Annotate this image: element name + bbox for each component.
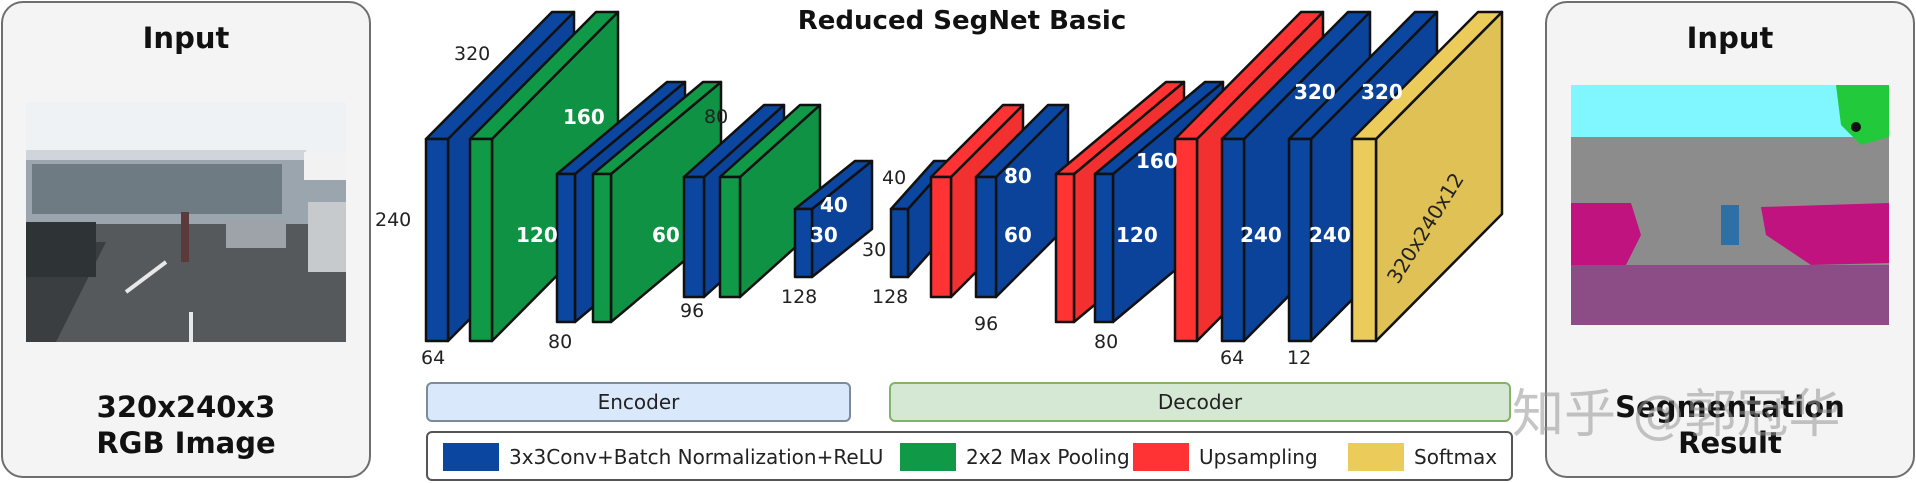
legend-swatch-conv (443, 443, 499, 471)
label-dec2-width: 160 (1136, 149, 1178, 173)
label-enc3-channels: 96 (680, 300, 704, 322)
label-dec1-height: 30 (862, 239, 886, 261)
label-pool1-width: 160 (563, 105, 605, 129)
input-panel-title: Input (142, 21, 230, 55)
label-enc1-width: 320 (454, 43, 490, 65)
dec1-conv-b-front (974, 175, 998, 299)
enc1-conv-a-front (424, 137, 450, 343)
label-dec1-width: 40 (882, 167, 906, 189)
label-dec2-channels: 80 (1094, 331, 1118, 353)
watermark: 知乎 @郭冠华 (1512, 385, 1841, 445)
label-pool2-height: 60 (652, 223, 680, 247)
segmentation-map-illustration (1571, 85, 1889, 325)
dec2-up-front (1054, 172, 1076, 324)
input-caption-line2: RGB Image (96, 426, 276, 460)
street-scene-illustration (26, 102, 346, 342)
diagram-title: Reduced SegNet Basic (798, 6, 1127, 36)
enc3-conv-a-front (682, 175, 706, 299)
legend-swatch-softmax (1348, 443, 1404, 471)
legend-label-upsample: Upsampling (1199, 445, 1318, 469)
legend-swatch-upsample (1133, 443, 1189, 471)
dec2-conv-front (1093, 172, 1115, 324)
decoder-label: Decoder (1157, 390, 1243, 414)
output-caption-line2: Result (1678, 426, 1782, 460)
dec4-conv-front (1287, 137, 1313, 343)
legend-label-pool: 2x2 Max Pooling (966, 445, 1130, 469)
label-dec4-height: 240 (1309, 223, 1351, 247)
dec1-up-front (929, 175, 953, 299)
label-enc1-channels: 64 (421, 347, 445, 369)
input-panel: Input 320x240x3 RGB Image (1, 1, 371, 478)
legend-label-softmax: Softmax (1414, 445, 1498, 469)
encoder-bar: Encoder (426, 382, 851, 422)
label-dec4-width: 320 (1361, 80, 1403, 104)
label-dec3-height: 240 (1240, 223, 1282, 247)
label-pool1-height: 120 (516, 223, 558, 247)
label-pool3-width: 40 (820, 193, 848, 217)
encoder-label: Encoder (597, 390, 680, 414)
segmentation-result-image (1571, 85, 1889, 325)
label-dec1b-height: 60 (1004, 223, 1032, 247)
label-dec3-channels: 64 (1220, 347, 1244, 369)
label-dec4-channels: 12 (1287, 347, 1311, 369)
decoder-bar: Decoder (889, 382, 1511, 422)
label-enc1-height: 240 (375, 209, 411, 231)
label-pool3-height: 30 (810, 223, 838, 247)
label-pool3-channels: 128 (781, 286, 817, 308)
output-panel: Input Segmentation Result (1545, 1, 1915, 478)
legend-item-conv: 3x3Conv+Batch Normalization+ReLU (443, 443, 883, 471)
legend-item-softmax: Softmax (1348, 443, 1497, 471)
legend-swatch-pool (900, 443, 956, 471)
enc2-pool-front (591, 172, 613, 324)
softmax-block-front (1350, 137, 1378, 343)
legend-label-conv: 3x3Conv+Batch Normalization+ReLU (509, 445, 884, 469)
label-dec3-width: 320 (1294, 80, 1336, 104)
legend-item-pool: 2x2 Max Pooling (900, 443, 1130, 471)
output-panel-title: Input (1686, 21, 1774, 55)
label-enc2-channels: 80 (548, 331, 572, 353)
enc1-pool-front (468, 137, 494, 343)
dec1-conv-front (889, 207, 910, 279)
label-dec1b-channels: 96 (974, 313, 998, 335)
label-dec1-channels: 128 (872, 286, 908, 308)
enc4-conv-front (793, 207, 814, 279)
enc3-pool-front (718, 175, 742, 299)
enc2-conv-a-front (555, 172, 577, 324)
input-rgb-image (26, 102, 346, 342)
legend-item-upsample: Upsampling (1133, 443, 1318, 471)
legend: 3x3Conv+Batch Normalization+ReLU 2x2 Max… (426, 431, 1513, 481)
label-enc3-width: 80 (704, 106, 728, 128)
input-caption-line1: 320x240x3 (96, 390, 276, 424)
label-dec2-height: 120 (1116, 223, 1158, 247)
output-caption-line1: Segmentation (1615, 390, 1845, 424)
dec3-up-front (1173, 137, 1199, 343)
dec3-conv-front (1220, 137, 1246, 343)
label-dec1b-width: 80 (1004, 164, 1032, 188)
